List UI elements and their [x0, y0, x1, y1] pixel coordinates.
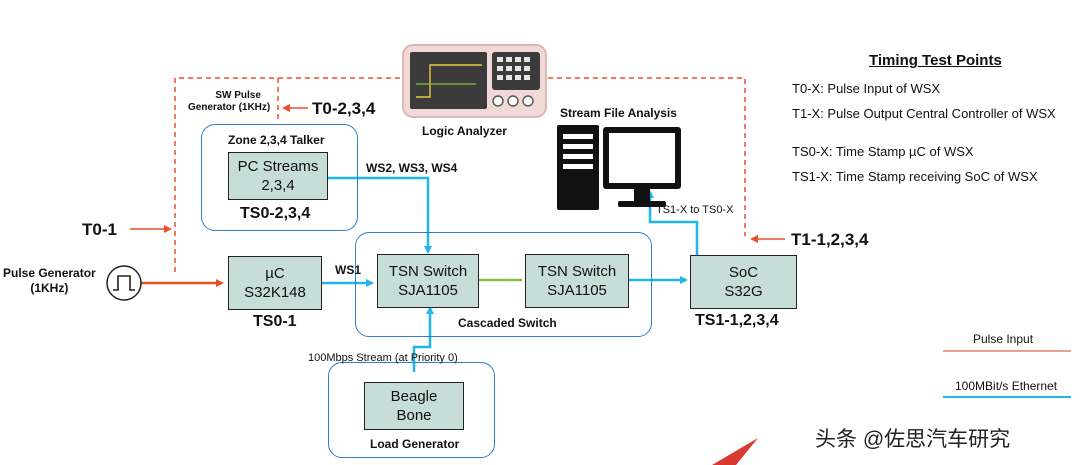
legend-ethernet: 100MBit/s Ethernet — [955, 379, 1058, 393]
load-stream-line — [412, 306, 434, 372]
computer-icon — [557, 125, 681, 210]
pc-streams-box: PC Streams 2,3,4 — [228, 152, 328, 200]
ws1-label: WS1 — [335, 263, 362, 277]
watermark-text: 头条 @佐思汽车研究 — [815, 428, 1011, 451]
stream-100-label: 100Mbps Stream (at Priority 0) — [308, 352, 458, 364]
load-generator-label: Load Generator — [370, 437, 460, 451]
t0-1-label: T0-1 — [82, 220, 117, 239]
test-point-2: TS0-X: Time Stamp µC of WSX — [792, 144, 974, 159]
ts1-1234-label: TS1-1,2,3,4 — [695, 312, 779, 329]
pulse-generator-symbol — [106, 265, 142, 301]
sw-pulse-label: SW Pulse Generator (1KHz) — [188, 90, 271, 113]
legend-pulse-input: Pulse Input — [973, 332, 1034, 346]
tsn-switch-2-box: TSN Switch SJA1105 — [525, 254, 629, 308]
ts0-1-label: TS0-1 — [253, 313, 297, 330]
beagle-bone-box: Beagle Bone — [364, 382, 464, 430]
ws234-line — [296, 176, 432, 254]
logic-analyzer-label: Logic Analyzer — [422, 124, 507, 138]
test-point-0: T0-X: Pulse Input of WSX — [792, 81, 941, 96]
load-generator-group — [328, 362, 495, 458]
test-point-3: TS1-X: Time Stamp receiving SoC of WSX — [792, 169, 1038, 184]
tsn-switch-1-box: TSN Switch SJA1105 — [377, 254, 479, 308]
zone-talker-label: Zone 2,3,4 Talker — [228, 133, 325, 147]
soc-box: SoC S32G — [690, 255, 797, 309]
ts1-to-ts0-label: TS1-X to TS0-X — [656, 204, 734, 216]
ts0-234-label: TS0-2,3,4 — [240, 205, 311, 222]
pulse-generator-label: Pulse Generator (1KHz) — [3, 266, 96, 295]
cascaded-switch-group — [355, 232, 652, 337]
logic-analyzer-icon — [402, 44, 547, 118]
stream-file-analysis-label: Stream File Analysis — [560, 106, 677, 120]
t1-1234-label: T1-1,2,3,4 — [791, 230, 869, 249]
zone-talker-group — [201, 124, 358, 231]
uc-box: µC S32K148 — [228, 256, 322, 310]
t0-234-label: T0-2,3,4 — [312, 99, 376, 118]
cascaded-switch-label: Cascaded Switch — [458, 316, 557, 330]
timing-title: Timing Test Points — [869, 52, 1002, 69]
watermark-mark — [712, 438, 758, 465]
ws234-label: WS2, WS3, WS4 — [366, 161, 458, 175]
test-point-1: T1-X: Pulse Output Central Controller of… — [792, 106, 1056, 121]
